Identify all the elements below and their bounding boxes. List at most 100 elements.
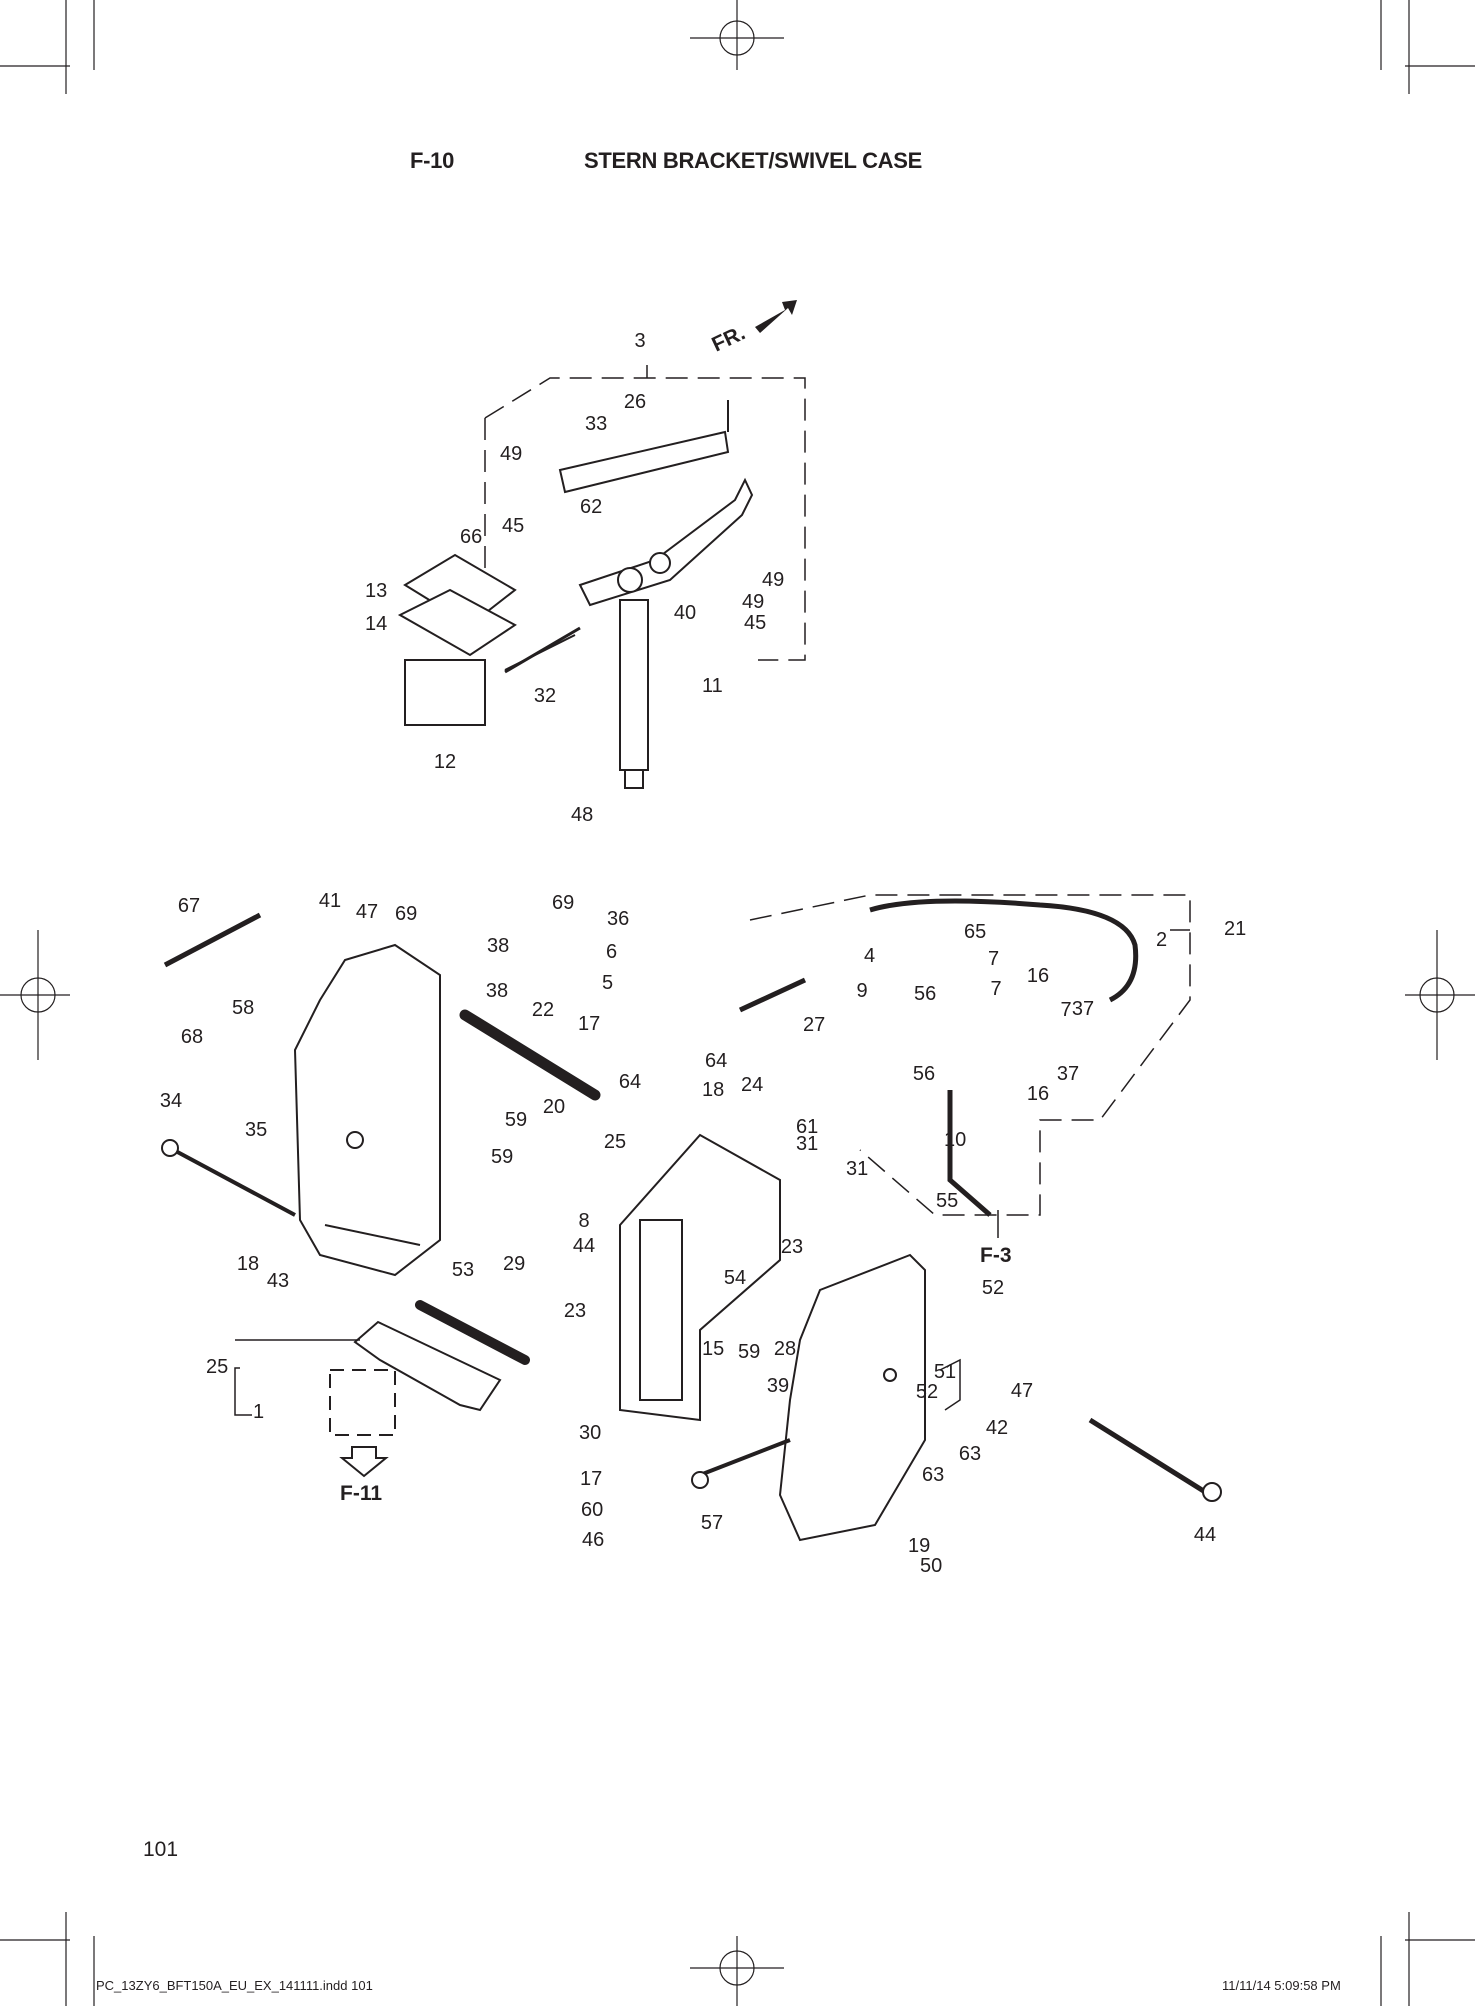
callout-label: 28: [774, 1338, 796, 1360]
down-arrow-icon: [339, 1446, 389, 1478]
front-marker-text: FR.: [708, 321, 748, 356]
callout-label: 39: [767, 1375, 789, 1397]
steering-arm-assembly: [558, 400, 754, 789]
callout-label: 69: [395, 903, 417, 925]
callout-label: 11: [702, 675, 723, 697]
callout-label: 44: [573, 1235, 595, 1257]
callout-label: 42: [986, 1417, 1008, 1439]
ref-label: F-11: [340, 1482, 382, 1505]
callout-label: 35: [245, 1119, 267, 1141]
stern-bracket-right: [778, 1253, 926, 1542]
callout-label: 67: [178, 895, 200, 917]
footer-file: PC_13ZY6_BFT150A_EU_EX_141111.indd 101: [96, 1978, 373, 1993]
anode-assembly: [329, 1320, 502, 1436]
callout-label: 43: [267, 1270, 289, 1292]
callout-label: 25: [206, 1356, 228, 1378]
callout-label: 7: [1060, 999, 1071, 1021]
callout-label: 36: [607, 908, 629, 930]
callout-label: 17: [580, 1468, 602, 1490]
callout-label: 52: [916, 1381, 938, 1403]
callout-label: 49: [500, 443, 522, 465]
callout-label: 20: [543, 1096, 565, 1118]
callout-label: 37: [1057, 1063, 1079, 1085]
callout-label: 65: [964, 921, 986, 943]
callout-label: 31: [796, 1133, 818, 1155]
section-code: F-10: [410, 148, 455, 173]
footer-timestamp: 11/11/14 5:09:58 PM: [1222, 1978, 1341, 1993]
callout-label: 66: [460, 526, 482, 548]
callout-label: 59: [491, 1146, 513, 1168]
callout-label: 1: [253, 1401, 264, 1423]
trim-tilt-hoses: [163, 898, 1139, 1217]
callout-label: 38: [487, 935, 509, 957]
callout-label: 16: [1027, 1083, 1049, 1105]
callout-label: 56: [914, 983, 936, 1005]
callout-label: 63: [922, 1464, 944, 1486]
callout-label: 46: [582, 1529, 604, 1551]
callout-label: 64: [619, 1071, 641, 1093]
shafts-and-bolts: [161, 626, 1222, 1502]
callout-label: 47: [356, 901, 378, 923]
callout-label: 32: [534, 685, 556, 707]
callout-label: 7: [990, 978, 1001, 1000]
callout-label: 26: [624, 391, 646, 413]
dashed-group-outlines: [484, 377, 1191, 1216]
bracket-lines: [234, 365, 1190, 1416]
page-number: 101: [143, 1838, 179, 1861]
ref-label: F-3: [980, 1244, 1012, 1267]
callout-label: 62: [580, 496, 602, 518]
section-title: STERN BRACKET/SWIVEL CASE: [584, 148, 923, 173]
callout-label: 25: [604, 1131, 626, 1153]
callout-label: 69: [552, 892, 574, 914]
callout-label: 64: [705, 1050, 727, 1072]
callout-label: 15: [702, 1338, 724, 1360]
callout-label: 57: [701, 1512, 723, 1534]
callout-label: 58: [232, 997, 254, 1019]
callout-label: 27: [803, 1014, 825, 1036]
callout-label: 29: [503, 1253, 525, 1275]
callout-label: 53: [452, 1259, 474, 1281]
callout-label: 16: [1027, 965, 1049, 987]
callout-label: 63: [959, 1443, 981, 1465]
front-arrow-icon: [755, 300, 797, 333]
callout-label: 34: [160, 1090, 182, 1112]
callout-label: 23: [564, 1300, 586, 1322]
callout-label: 5: [602, 972, 613, 994]
callout-label: 49: [762, 569, 784, 591]
callout-label: 24: [741, 1074, 763, 1096]
callout-label: 33: [585, 413, 607, 435]
callout-label: 45: [502, 515, 524, 537]
callout-label: 54: [724, 1267, 746, 1289]
callout-label: 22: [532, 999, 554, 1021]
callout-label: 21: [1224, 918, 1246, 940]
callout-label: 9: [856, 980, 867, 1002]
callout-label: 2: [1156, 929, 1167, 951]
callout-label: 37: [1072, 998, 1094, 1020]
callout-label: 7: [988, 948, 999, 970]
callout-label: 10: [944, 1129, 966, 1151]
swivel-case: [619, 1133, 781, 1422]
callout-label: 23: [781, 1236, 803, 1258]
callout-label: 18: [237, 1253, 259, 1275]
callout-label: 49: [742, 591, 764, 613]
callout-label: 51: [934, 1361, 956, 1383]
callout-label: 56: [913, 1063, 935, 1085]
callout-label: 59: [738, 1341, 760, 1363]
front-direction-marker: FR.: [708, 300, 797, 357]
callout-label: 47: [1011, 1380, 1033, 1402]
callout-label: 4: [864, 945, 875, 967]
callout-label: 31: [846, 1158, 868, 1180]
callout-label: 68: [181, 1026, 203, 1048]
callout-label: 3: [634, 330, 645, 352]
callout-label: 44: [1194, 1524, 1216, 1546]
stern-bracket-left: [293, 943, 441, 1277]
callout-label: 59: [505, 1109, 527, 1131]
callout-label: 52: [982, 1277, 1004, 1299]
callout-label: 17: [578, 1013, 600, 1035]
cross-references: F-3 F-11: [339, 1210, 1012, 1505]
callout-label: 14: [365, 613, 387, 635]
callout-label: 45: [744, 612, 766, 634]
